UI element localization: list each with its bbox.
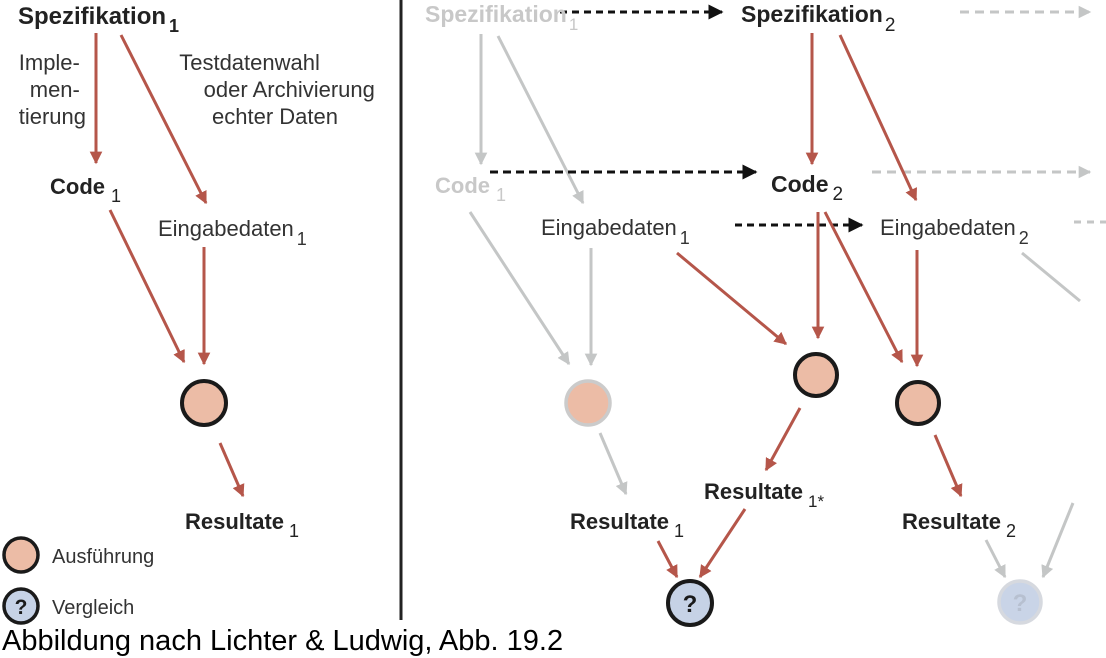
execution-node-2 (793, 352, 839, 398)
testdata-label: Testdatenwahl oder Archivierung echter D… (179, 50, 381, 129)
figure-caption: Abbildung nach Lichter & Ludwig, Abb. 19… (2, 625, 564, 657)
execution-node (180, 379, 228, 427)
legend-compare-label: Vergleich (52, 597, 134, 619)
arrow-faded-code1-to-exec (468, 211, 571, 366)
arrow-exec2-to-result1star (764, 407, 802, 472)
legend-compare-icon (2, 587, 40, 625)
arrow-result1star-to-compare (698, 508, 747, 579)
execution-node-3 (895, 380, 941, 426)
arrow-faded-result2-to-compare (984, 539, 1007, 579)
legend: Ausführung ? Vergleich (2, 536, 154, 625)
legend-execution-icon (2, 536, 40, 574)
arrow-faded-next-to-compare (1041, 502, 1075, 579)
faded-compare-node (997, 579, 1043, 625)
arrow-faded-spec1-to-input1 (496, 35, 585, 205)
arrow-exec3-to-result2 (933, 434, 963, 498)
compare-node (666, 579, 714, 627)
arrow-spec2-to-input2 (838, 34, 918, 202)
legend-execution-label: Ausführung (52, 546, 154, 568)
arrow-faded-input2-next (1021, 251, 1081, 303)
arrow-spec1-to-input1 (119, 34, 208, 205)
implementation-label: Imple- men- tierung (19, 50, 86, 129)
faded-compare-node-symbol: ? (1013, 590, 1028, 617)
faded-execution-node (564, 379, 612, 427)
arrow-exec-to-result1 (218, 442, 245, 498)
arrow-result1-to-compare (656, 540, 679, 579)
arrow-faded-exec-to-result1 (598, 432, 628, 496)
arrow-code2-to-exec3 (823, 211, 904, 364)
arrow-input1-to-exec2 (676, 251, 787, 346)
legend-compare-symbol: ? (15, 596, 28, 619)
arrow-code1-to-exec (108, 209, 186, 364)
compare-node-symbol: ? (683, 591, 698, 618)
